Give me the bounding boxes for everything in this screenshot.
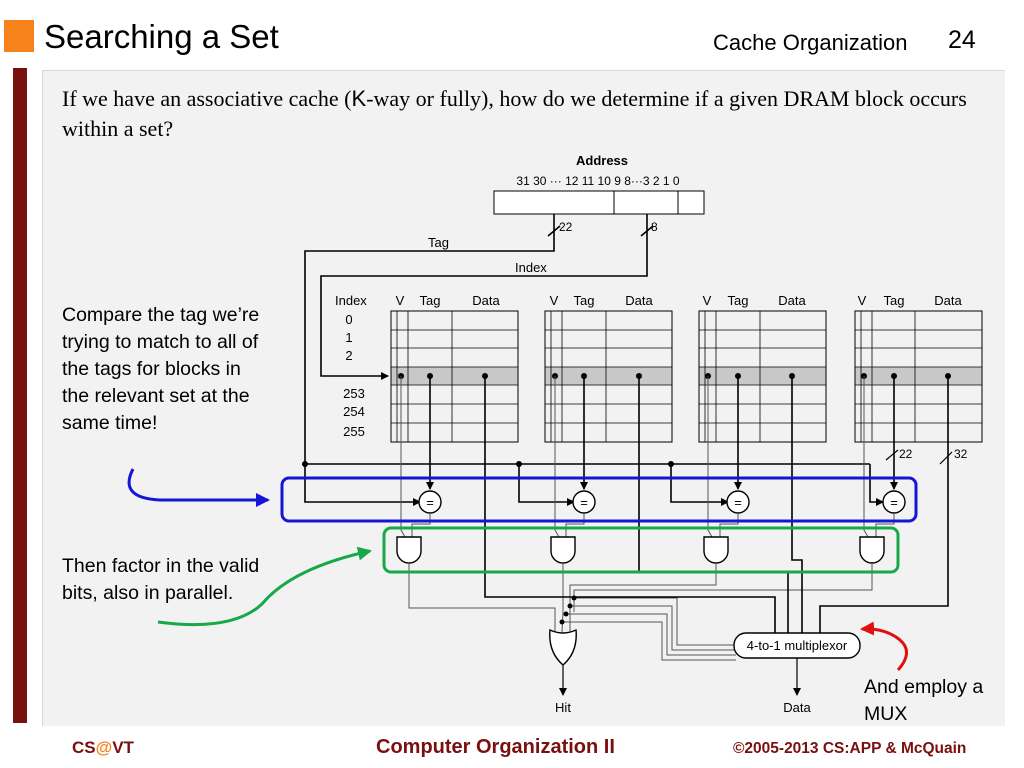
footer-course-prefix: CS: [72, 738, 96, 757]
slide-title: Searching a Set: [44, 18, 279, 55]
way-3-v-header: V: [703, 293, 712, 308]
way-2: V Tag Data: [544, 293, 673, 443]
and-gate-2: [550, 536, 576, 564]
bus-junctions: [302, 461, 674, 467]
title-accent-square: [4, 20, 34, 52]
footer-title: Computer Organization II: [376, 736, 615, 758]
footer-course-at: @: [95, 738, 113, 757]
index-row-1: 1: [345, 330, 352, 345]
and-gate-highlight-box: [382, 526, 900, 574]
way-4-data-header: Data: [934, 293, 962, 308]
footer-course: CS@VT: [72, 738, 134, 758]
footer-copyright: ©2005-2013 CS:APP & McQuain: [733, 740, 967, 757]
index-width-label: 8: [651, 220, 658, 234]
callout-mux: And employ a MUX: [864, 676, 984, 725]
data-bus-width: 32: [954, 447, 968, 461]
index-row-2: 2: [345, 348, 352, 363]
way-4-v-header: V: [858, 293, 867, 308]
comparator-1-symbol: =: [426, 495, 434, 510]
address-label: Address: [576, 153, 628, 168]
way-2-v-header: V: [550, 293, 559, 308]
comparator-4-symbol: =: [890, 495, 898, 510]
question-text: If we have an associative cache (K-way o…: [62, 84, 997, 144]
index-bus-label: Index: [515, 260, 547, 275]
mux-label: 4-to-1 multiplexor: [747, 638, 848, 653]
tag-lines: [426, 376, 898, 490]
data-out-label: Data: [783, 700, 811, 715]
callout-compare: Compare the tag we’re trying to match to…: [62, 304, 260, 434]
way-1-tag-header: Tag: [420, 293, 441, 308]
tag-bus-width: 22: [899, 447, 913, 461]
way-4-tag-header: Tag: [884, 293, 905, 308]
data-lines: [484, 376, 949, 633]
mux-arrow: [860, 621, 908, 671]
and-gate-3: [703, 536, 729, 564]
question-post: -way or fully), how do we determine if a…: [62, 86, 967, 141]
slide-topic: Cache Organization: [713, 30, 908, 55]
content-panel: [42, 70, 1005, 726]
way-3-data-header: Data: [778, 293, 806, 308]
and-gate-4: [859, 536, 885, 564]
compare-arrow: [127, 468, 270, 507]
left-accent-bar: [13, 68, 27, 723]
tag-bus-label: Tag: [428, 235, 449, 250]
index-row-253: 253: [343, 386, 365, 401]
comparator-2: =: [572, 490, 596, 514]
comparator-3: =: [726, 490, 750, 514]
and-gates: [396, 536, 885, 564]
index-row-0: 0: [345, 312, 352, 327]
comparator-4: =: [882, 490, 906, 514]
comparator-1: =: [418, 490, 442, 514]
or-gate: [549, 628, 577, 666]
way-1: V Tag Data: [390, 293, 519, 443]
question-pre: If we have an associative cache (: [62, 86, 352, 111]
way-2-data-header: Data: [625, 293, 653, 308]
way-3: V Tag Data: [698, 293, 827, 443]
way-2-tag-header: Tag: [574, 293, 595, 308]
valid-lines: [400, 376, 895, 538]
address-register: Address 31 30 ··· 12 11 10 9 8···3 2 1 0: [493, 153, 705, 215]
hit-label: Hit: [555, 700, 571, 715]
tag-width-label: 22: [559, 220, 573, 234]
index-row-254: 254: [343, 404, 365, 419]
and-gate-1: [396, 536, 422, 564]
way-3-tag-header: Tag: [728, 293, 749, 308]
slide-number: 24: [948, 26, 976, 54]
address-buses: [304, 214, 654, 464]
index-row-255: 255: [343, 424, 365, 439]
index-column: Index 0 1 2 253 254 255: [335, 293, 367, 439]
comparator-highlight-box: [280, 476, 918, 523]
way-1-v-header: V: [396, 293, 405, 308]
callout-valid: Then factor in the valid bits, also in p…: [62, 555, 260, 604]
address-bit-labels: 31 30 ··· 12 11 10 9 8···3 2 1 0: [516, 174, 680, 188]
comparators: = = = =: [418, 490, 906, 514]
footer-course-suffix: VT: [112, 738, 134, 757]
comparator-3-symbol: =: [734, 495, 742, 510]
valid-arrow: [157, 546, 372, 627]
index-header: Index: [335, 293, 367, 308]
question-k: K: [351, 86, 367, 111]
comparator-2-symbol: =: [580, 495, 588, 510]
way-4: V Tag Data: [854, 293, 983, 443]
way-1-data-header: Data: [472, 293, 500, 308]
